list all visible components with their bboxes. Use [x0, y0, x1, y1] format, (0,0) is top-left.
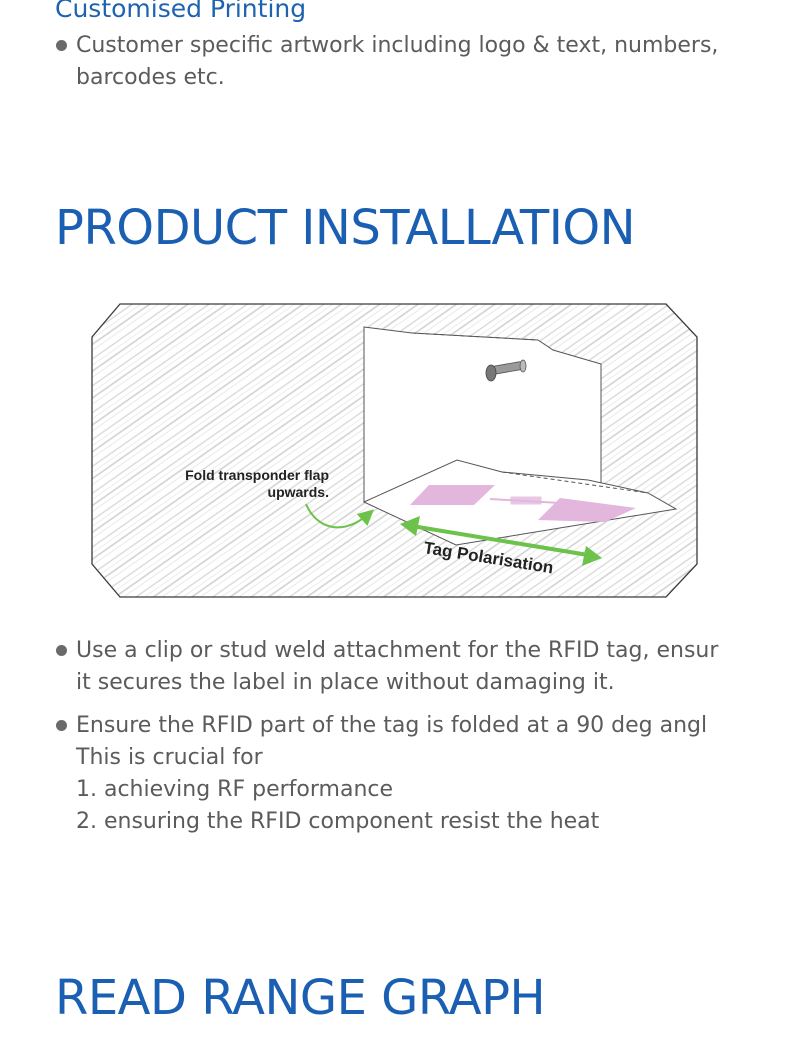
bullet-line: barcodes etc. [76, 65, 225, 90]
product-installation-heading: PRODUCT INSTALLATION [55, 200, 636, 256]
fold-label-line1: Fold transponder flap [185, 467, 329, 483]
stud-pin-icon [485, 359, 527, 382]
polarisation-arrow-icon [400, 516, 602, 566]
bullet-line: Use a clip or stud weld attachment for t… [76, 638, 719, 663]
fold-arrow-icon [305, 503, 374, 529]
installation-diagram: Fold transponder flap upwards. Tag Polar… [90, 302, 700, 599]
bullet-icon [56, 645, 67, 656]
bullet-icon [56, 720, 67, 731]
customised-printing-heading: Customised Printing [55, 0, 307, 23]
bullet-line: 2. ensuring the RFID component resist th… [76, 809, 600, 834]
fold-angle-bullet: Ensure the RFID part of the tag is folde… [56, 710, 707, 838]
bullet-icon [56, 40, 67, 51]
rfid-antenna-icon [410, 485, 636, 522]
customised-printing-bullet: Customer specific artwork including logo… [56, 30, 718, 94]
attachment-bullet: Use a clip or stud weld attachment for t… [56, 635, 718, 699]
read-range-graph-heading: READ RANGE GRAPH [55, 970, 546, 1026]
bullet-line: Customer specific artwork including logo… [76, 33, 719, 58]
bullet-line: it secures the label in place without da… [76, 670, 615, 695]
fold-label-line2: upwards. [268, 484, 329, 500]
bullet-line: Ensure the RFID part of the tag is folde… [76, 713, 708, 738]
bullet-line: 1. achieving RF performance [76, 777, 394, 802]
bullet-line: This is crucial for [76, 745, 263, 770]
installation-illustration: Fold transponder flap upwards. Tag Polar… [91, 303, 698, 598]
